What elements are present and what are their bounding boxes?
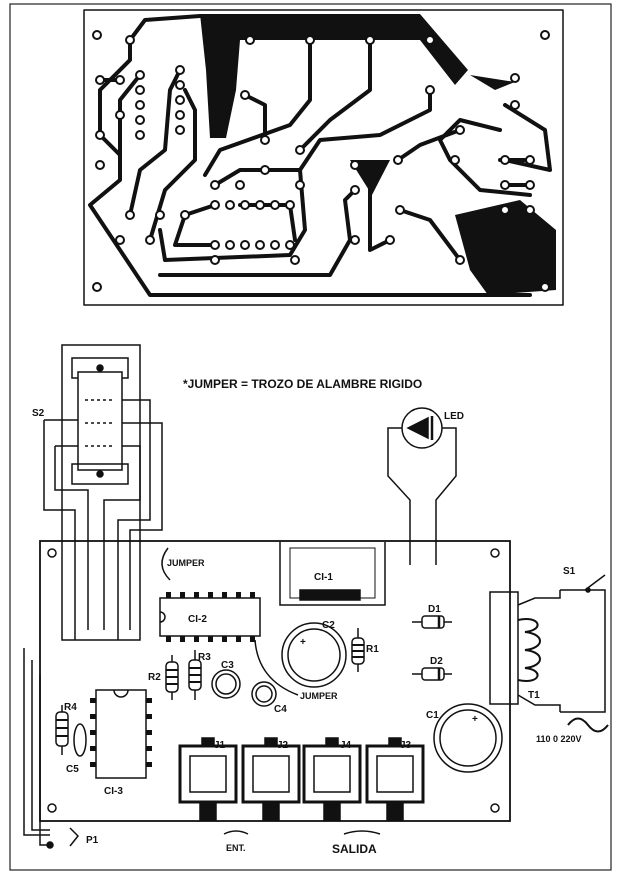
trace [368, 168, 392, 252]
trace [396, 128, 462, 162]
diode-d1-label: D1 [428, 604, 441, 615]
capacitor-c5-label: C5 [66, 764, 79, 775]
jack-j2-label: J2 [277, 740, 289, 751]
led-label: LED [444, 411, 464, 422]
jumper-top-label: JUMPER [167, 558, 205, 568]
trace [503, 103, 552, 172]
diode-d2-label: D2 [430, 656, 443, 667]
figure-border [9, 3, 612, 871]
ic-ci2-label: CI-2 [188, 614, 207, 625]
output-label: SALIDA [332, 842, 377, 856]
resistor-r4-label: R4 [64, 702, 77, 713]
trace [128, 68, 182, 217]
ic-ci2 [159, 592, 261, 642]
ic-ci1 [279, 542, 386, 606]
jumper-mid-label: JUMPER [300, 691, 338, 701]
svg-text:+: + [300, 637, 306, 648]
potentiometer-p1 [23, 648, 80, 849]
component-layout-view: *JUMPER = TROZO DE ALAMBRE RIGIDO S2 LED [23, 344, 609, 856]
resistor-r4 [55, 705, 69, 755]
jumper-top-wire [161, 547, 171, 581]
jack-j1-label: J1 [214, 740, 226, 751]
trace [438, 118, 532, 197]
jack-j1 [178, 737, 238, 821]
output-brace [343, 830, 381, 835]
transformer-t1 [489, 590, 561, 712]
switch-s1 [560, 574, 609, 733]
switch-s2 [43, 344, 163, 641]
capacitor-c4-label: C4 [274, 704, 287, 715]
pcb-copper-view [83, 9, 564, 306]
resistor-r2-label: R2 [148, 672, 161, 683]
resistor-r3 [188, 650, 202, 700]
pcb-board-outline [83, 9, 564, 306]
capacitor-c4 [251, 681, 277, 707]
trace [238, 203, 297, 242]
copper-pour-bottom-right [455, 200, 556, 295]
trace [203, 38, 312, 177]
jack-j3 [365, 737, 425, 821]
transformer-t1-label: T1 [528, 690, 540, 701]
diode-d2 [412, 667, 452, 681]
capacitor-c2-label: C2 [322, 620, 335, 631]
ic-ci1-label: CI-1 [314, 572, 333, 583]
svg-text:+: + [472, 714, 478, 725]
ic-ci3-label: CI-3 [104, 786, 123, 797]
resistor-r2 [165, 655, 179, 700]
capacitor-c3-label: C3 [221, 660, 234, 671]
resistor-r3-label: R3 [198, 652, 211, 663]
jack-j4-label: J4 [340, 740, 352, 751]
voltage-label: 110 0 220V [536, 734, 582, 744]
copper-pour-top [200, 14, 468, 138]
switch-s2-label: S2 [32, 408, 45, 419]
jack-j2 [241, 737, 301, 821]
input-brace [223, 830, 249, 835]
jumper-mid-wire [254, 639, 299, 696]
trace [298, 38, 372, 152]
trace [128, 14, 202, 42]
resistor-r1 [351, 628, 365, 672]
resistor-r1-label: R1 [366, 644, 379, 655]
capacitor-c2: + [281, 622, 347, 688]
trace [98, 38, 132, 157]
ic-ci3 [90, 689, 152, 779]
capacitor-c1-label: C1 [426, 710, 439, 721]
switch-s1-label: S1 [563, 566, 576, 577]
trace [213, 168, 302, 187]
jumper-note: *JUMPER = TROZO DE ALAMBRE RIGIDO [183, 377, 422, 391]
led [387, 407, 457, 565]
capacitor-c5 [73, 723, 87, 757]
trace [243, 93, 267, 142]
trace [148, 88, 197, 242]
potentiometer-p1-label: P1 [86, 835, 99, 846]
input-label: ENT. [226, 843, 246, 853]
trace [398, 208, 462, 262]
diode-d1 [412, 615, 452, 629]
jack-j4 [302, 737, 362, 821]
capacitor-c1: + [433, 703, 503, 773]
copper-pour-right [470, 75, 515, 90]
trace [88, 73, 532, 297]
led-symbol [406, 416, 429, 440]
switch-s2-cap-bottom [71, 463, 129, 485]
capacitor-c3 [211, 669, 241, 699]
jack-j3-label: J3 [400, 740, 412, 751]
switch-s2-body [77, 371, 123, 471]
trace [173, 203, 217, 247]
